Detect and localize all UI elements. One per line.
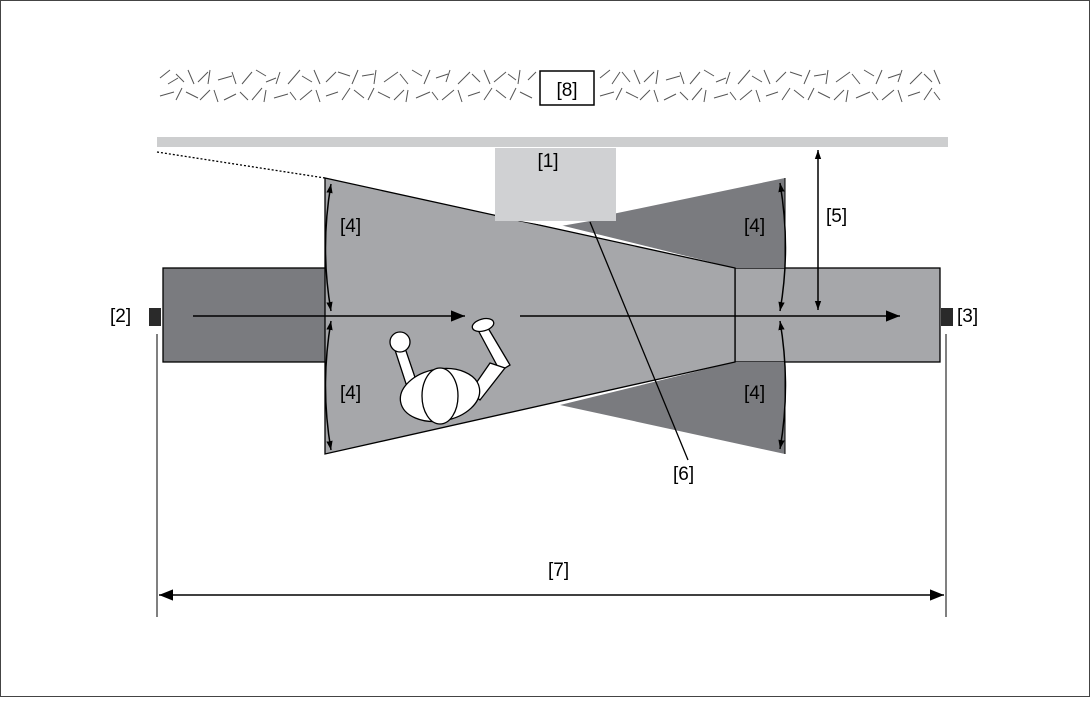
label-6: [6] <box>673 464 694 485</box>
label-8-box <box>539 70 595 106</box>
label-4-left-upper: [4] <box>340 216 361 237</box>
wall-texture <box>159 69 941 103</box>
person-figure <box>389 317 511 425</box>
right-beam <box>734 267 941 363</box>
label-3: [3] <box>957 306 978 327</box>
label-4-left-lower: [4] <box>340 383 361 404</box>
leader-6 <box>589 221 689 461</box>
right-dark-upper <box>560 178 785 268</box>
label-8: [8] <box>556 80 577 101</box>
label-4-right-upper: [4] <box>744 216 765 237</box>
angle-arc-right-upper <box>778 182 787 312</box>
angle-arc-left-lower <box>324 320 333 451</box>
left-beam <box>162 267 327 363</box>
label-1: [1] <box>537 151 558 172</box>
label-7: [7] <box>548 560 569 581</box>
angle-arc-left-upper <box>324 183 333 312</box>
label-5: [5] <box>826 206 847 227</box>
light-reflection <box>520 221 590 227</box>
light-box <box>495 148 616 221</box>
right-dark-lower <box>560 362 785 454</box>
sensor-left <box>149 308 161 326</box>
label-2: [2] <box>110 306 131 327</box>
dotted-line <box>156 151 326 179</box>
ceiling-bar <box>157 137 948 147</box>
sensor-right <box>941 308 953 326</box>
angle-arc-right-lower <box>778 320 787 450</box>
label-4-right-lower: [4] <box>744 383 765 404</box>
